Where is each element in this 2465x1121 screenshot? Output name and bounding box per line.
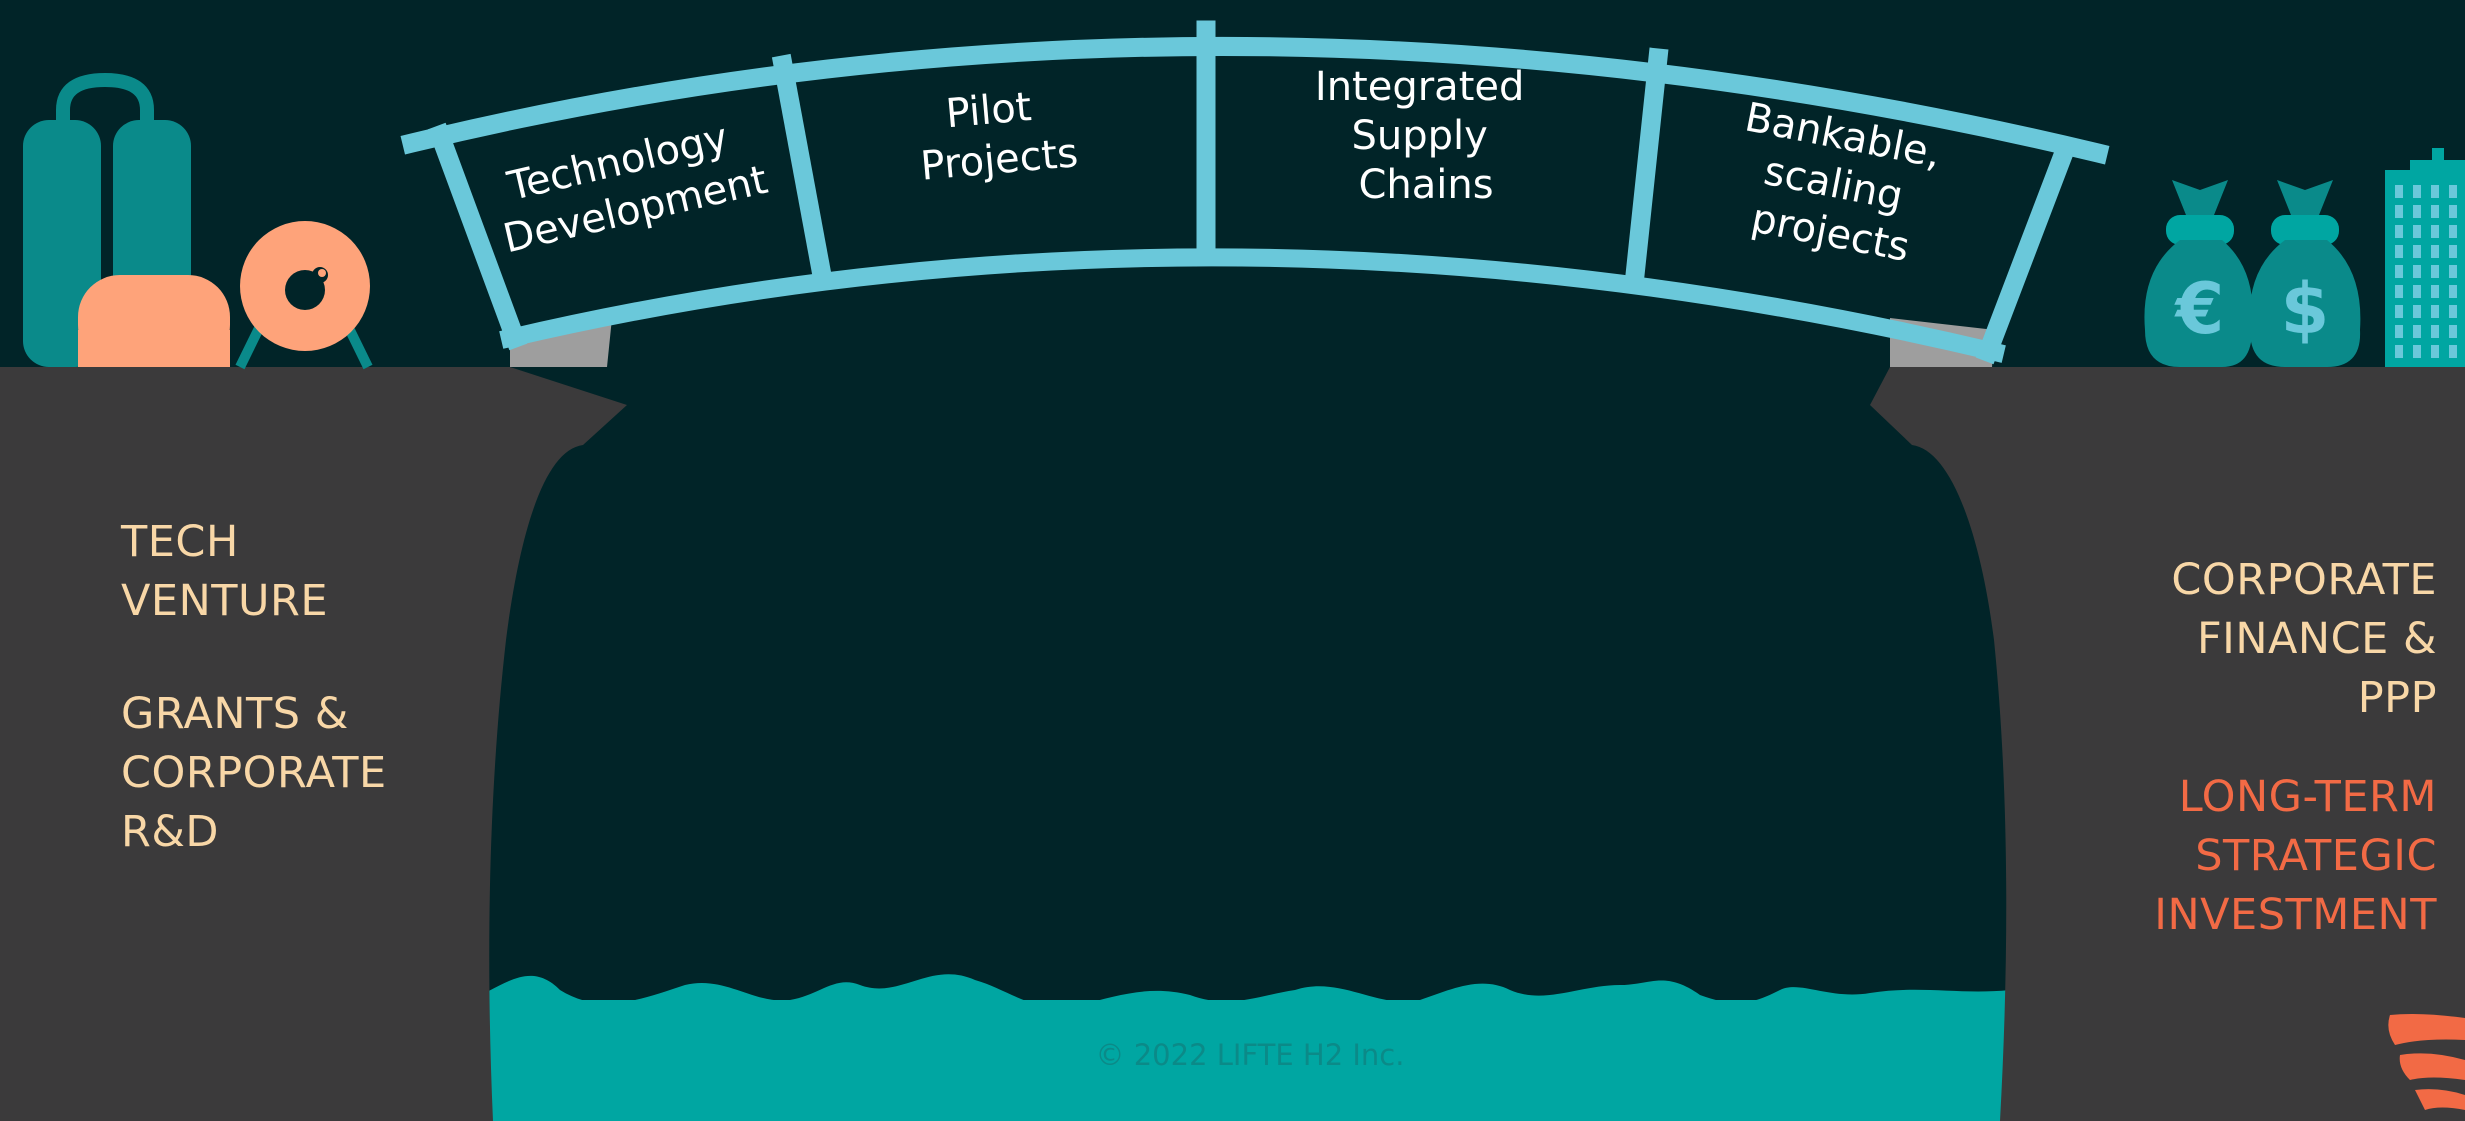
building-window	[2395, 325, 2403, 338]
building-window	[2449, 305, 2457, 318]
left-label-line: TECH	[121, 517, 239, 567]
building-window	[2431, 345, 2439, 358]
right-label-corporate-finance-ppp: CORPORATE FINANCE & PPP	[2171, 551, 2437, 728]
right-label-line: PPP	[2357, 673, 2437, 723]
building-window	[2395, 185, 2403, 198]
left-label-grants-corporate-rd: GRANTS & CORPORATE R&D	[121, 685, 387, 862]
building-window	[2431, 245, 2439, 258]
building-window	[2449, 245, 2457, 258]
office-building-icon	[2385, 148, 2465, 367]
building-window	[2395, 285, 2403, 298]
building-window	[2395, 245, 2403, 258]
building-window	[2449, 205, 2457, 218]
euro-symbol: €	[2174, 268, 2225, 350]
building-window	[2431, 285, 2439, 298]
building-window	[2431, 225, 2439, 238]
building-window	[2395, 265, 2403, 278]
dollar-money-bag-icon: $	[2249, 180, 2361, 367]
building-window	[2449, 265, 2457, 278]
building-window	[2413, 285, 2421, 298]
building-window	[2413, 205, 2421, 218]
right-label-line: CORPORATE	[2171, 555, 2437, 605]
left-label-line: GRANTS &	[121, 689, 349, 739]
building-window	[2395, 205, 2403, 218]
building-window	[2449, 285, 2457, 298]
building-window	[2413, 245, 2421, 258]
building-window	[2431, 265, 2439, 278]
right-label-line: FINANCE &	[2196, 614, 2437, 664]
building-window	[2449, 325, 2457, 338]
dollar-symbol: $	[2281, 268, 2330, 350]
right-label-line: LONG-TERM	[2178, 772, 2437, 822]
euro-money-bag-icon: €	[2144, 180, 2253, 367]
building-window	[2431, 325, 2439, 338]
left-label-line: R&D	[121, 807, 220, 857]
building-window	[2395, 345, 2403, 358]
building-window	[2449, 185, 2457, 198]
building-window	[2413, 265, 2421, 278]
right-bank	[1870, 367, 2465, 1121]
storage-tank-base	[78, 330, 230, 367]
building-window	[2449, 345, 2457, 358]
building-window	[2395, 305, 2403, 318]
building-window	[2413, 305, 2421, 318]
right-label-long-term-strategic-investment: LONG-TERM STRATEGIC INVESTMENT	[2154, 768, 2437, 945]
building-window	[2413, 325, 2421, 338]
left-label-line: CORPORATE	[121, 748, 387, 798]
gauge-icon	[235, 221, 373, 370]
building-window	[2413, 225, 2421, 238]
building-window	[2431, 185, 2439, 198]
building-window	[2395, 225, 2403, 238]
building-window	[2413, 345, 2421, 358]
logo-icon	[2388, 1014, 2465, 1110]
left-label-tech-venture: TECH VENTURE	[121, 513, 328, 631]
building-window	[2431, 305, 2439, 318]
building-window	[2413, 185, 2421, 198]
right-label-line: INVESTMENT	[2154, 890, 2437, 940]
right-label-line: STRATEGIC	[2195, 831, 2437, 881]
building-window	[2431, 205, 2439, 218]
left-bank	[0, 367, 627, 1121]
bridge	[400, 20, 2110, 365]
water	[470, 974, 2030, 1121]
left-label-line: VENTURE	[121, 576, 329, 626]
building-window	[2449, 225, 2457, 238]
segment-integrated-supply-chains: Integrated Supply Chains	[1315, 64, 1537, 208]
copyright-text: © 2022 LIFTE H2 Inc.	[1096, 1038, 1405, 1072]
